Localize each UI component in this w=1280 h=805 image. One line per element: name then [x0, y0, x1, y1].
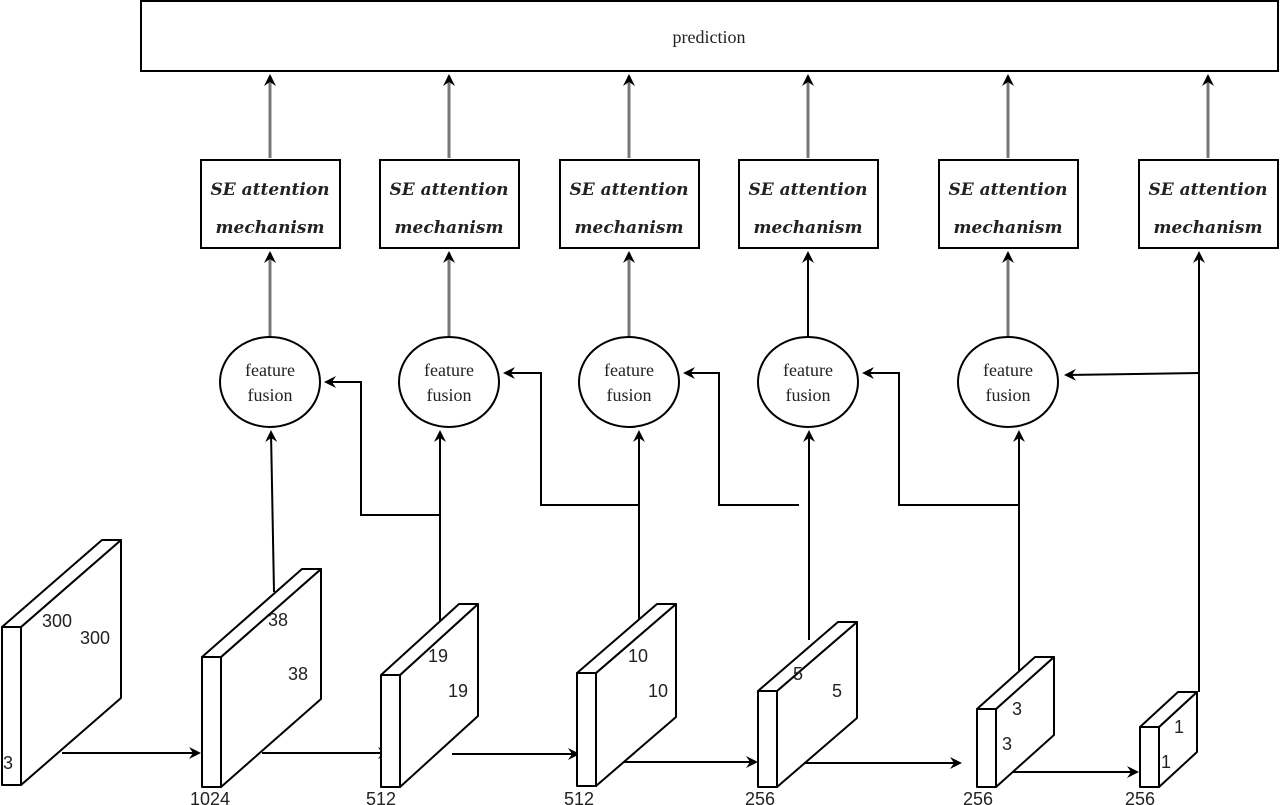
feature-map-height-label: 1: [1174, 717, 1184, 737]
lateral-map5-fusion3: [683, 367, 799, 506]
se-block-1: SE attention mechanism: [200, 159, 341, 249]
fusion-node-4-line2: fusion: [786, 385, 831, 405]
feature-map-front-face: [976, 708, 997, 788]
feature-map-height-label: 3: [1012, 699, 1022, 719]
feature-map-channels-label: 256: [1125, 789, 1155, 805]
se-block-6-line2: mechanism: [1154, 218, 1263, 238]
se-block-1-line2: mechanism: [216, 218, 325, 238]
feature-map-front-face: [576, 672, 597, 787]
se-block-2: SE attention mechanism: [379, 159, 520, 249]
se-block-6-line1: SE attention: [1148, 180, 1267, 200]
se-block-5-line2: mechanism: [954, 218, 1063, 238]
se-block-4-line1: SE attention: [748, 180, 867, 200]
feature-map-front-face: [1139, 726, 1160, 788]
se-block-3: SE attention mechanism: [559, 159, 700, 249]
feature-map-width-label: 19: [448, 681, 468, 701]
feature-map-channels-label: 3: [3, 753, 13, 773]
fusion-node-2-line1: feature: [424, 360, 474, 380]
feature-map-width-label: 38: [288, 664, 308, 684]
lateral-map4-fusion2: [503, 367, 639, 506]
feature-map-front-face: [757, 690, 778, 788]
feature-map-1: 3 300 300: [1, 539, 122, 786]
feature-map-7: 256 11: [1125, 691, 1198, 805]
lateral-map3-fusion1: [324, 376, 440, 516]
map-chain-arrows: [62, 747, 1139, 778]
fusion-node-5-line1: feature: [983, 360, 1033, 380]
feature-map-front-face: [1, 626, 22, 786]
lateral-map7-fusion5: [1064, 368, 1200, 381]
feature-map-channels-label: 512: [564, 789, 594, 805]
fusion-node-2-line2: fusion: [427, 385, 472, 405]
feature-map-2: 1024 38 38: [190, 568, 322, 805]
feature-map-front-face: [201, 656, 222, 788]
se-block-1-line1: SE attention: [210, 180, 329, 200]
se-block-4-line2: mechanism: [754, 218, 863, 238]
feature-map-width-label: 300: [80, 628, 110, 648]
map-to-fusion-arrows: [265, 251, 1205, 692]
fusion-node-4: feature fusion: [757, 336, 859, 428]
feature-maps: 3300300102438385121919512101025655256332…: [1, 539, 1198, 805]
fusion-node-2: feature fusion: [398, 336, 500, 428]
feature-map-channels-label: 1024: [190, 789, 230, 805]
fusion-node-1-line2: fusion: [248, 385, 293, 405]
se-block-2-line2: mechanism: [395, 218, 504, 238]
arrow-map2-fusion1: [265, 430, 278, 593]
feature-map-width-label: 3: [1002, 734, 1012, 754]
fusion-node-1: feature fusion: [219, 336, 321, 428]
prediction-box: prediction: [140, 0, 1279, 72]
lateral-map6-fusion4: [862, 367, 1019, 506]
fusion-node-3-line1: feature: [604, 360, 654, 380]
feature-map-front-face: [380, 674, 401, 788]
se-block-5-line1: SE attention: [948, 180, 1067, 200]
prediction-label: prediction: [673, 27, 746, 47]
fusion-node-5: feature fusion: [957, 336, 1059, 428]
feature-map-channels-label: 256: [745, 789, 775, 805]
feature-map-width-label: 5: [832, 681, 842, 701]
feature-map-height-label: 10: [628, 646, 648, 666]
feature-map-6: 256 33: [963, 656, 1055, 805]
se-block-4: SE attention mechanism: [738, 159, 879, 249]
lateral-connections: [324, 367, 1200, 516]
se-block-6: SE attention mechanism: [1138, 159, 1279, 249]
feature-map-height-label: 38: [268, 610, 288, 630]
feature-map-height-label: 19: [428, 646, 448, 666]
feature-map-5: 256 5 5: [745, 621, 858, 805]
fusion-node-1-line1: feature: [245, 360, 295, 380]
se-block-3-line2: mechanism: [575, 218, 684, 238]
fusion-node-4-line1: feature: [783, 360, 833, 380]
fusion-node-5-line2: fusion: [986, 385, 1031, 405]
se-block-2-line1: SE attention: [389, 180, 508, 200]
se-to-prediction-arrows: [264, 74, 1214, 158]
feature-map-height-label: 300: [42, 611, 72, 631]
feature-map-channels-label: 256: [963, 789, 993, 805]
feature-map-width-label: 1: [1161, 752, 1171, 772]
feature-map-channels-label: 512: [366, 789, 396, 805]
se-block-5: SE attention mechanism: [938, 159, 1079, 249]
fusion-node-3-line2: fusion: [607, 385, 652, 405]
fusion-node-3: feature fusion: [578, 336, 680, 428]
fusion-to-se-arrows: [264, 251, 1014, 337]
feature-map-height-label: 5: [793, 664, 803, 684]
se-block-3-line1: SE attention: [569, 180, 688, 200]
feature-map-width-label: 10: [648, 681, 668, 701]
